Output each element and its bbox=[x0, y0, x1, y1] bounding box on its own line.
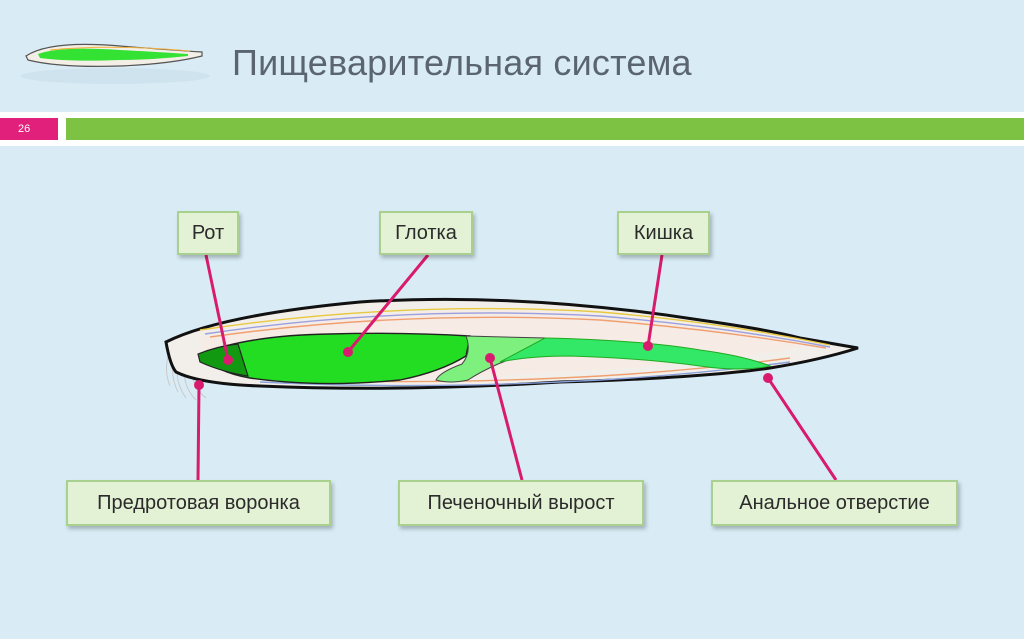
label-anus: Анальное отверстие bbox=[711, 480, 958, 526]
label-hepatic-caecum: Печеночный вырост bbox=[398, 480, 644, 526]
label-oral-hood: Предротовая воронка bbox=[66, 480, 331, 526]
label-intestine: Кишка bbox=[617, 211, 710, 255]
label-pharynx: Глотка bbox=[379, 211, 473, 255]
label-mouth: Рот bbox=[177, 211, 239, 255]
